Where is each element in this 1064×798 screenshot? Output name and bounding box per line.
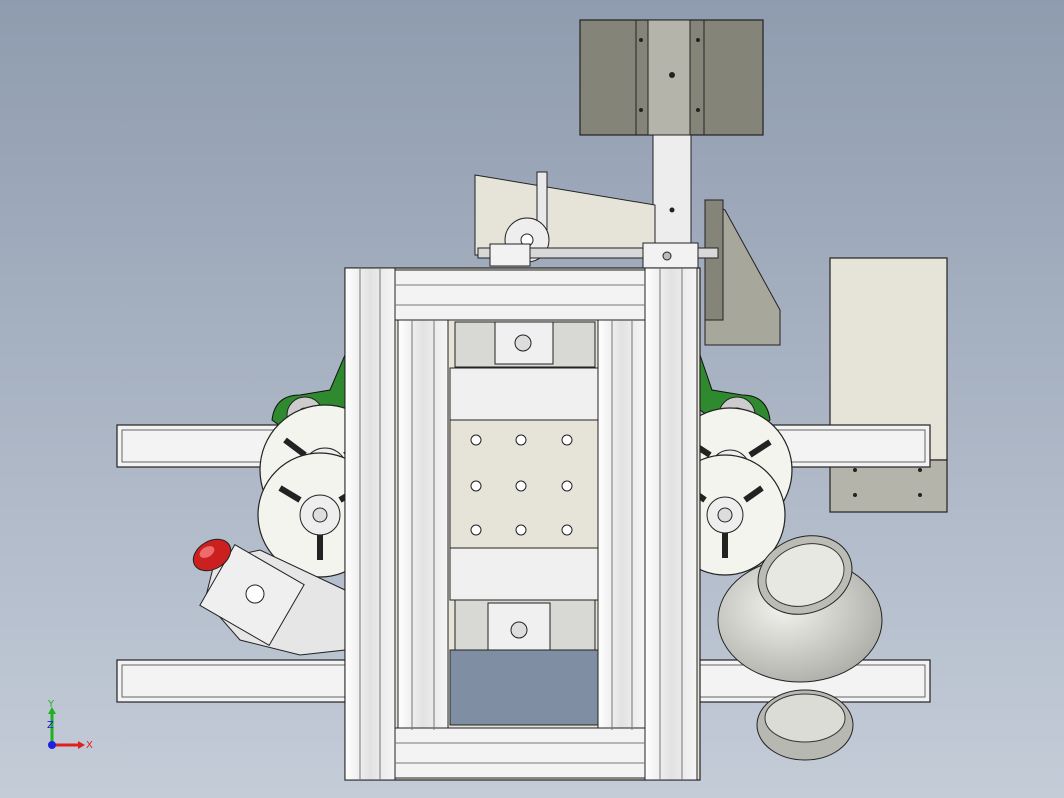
x-axis-arrowhead <box>78 741 85 749</box>
vertical-post <box>652 134 692 254</box>
emergency-stop-button <box>192 538 346 656</box>
y-axis-label: Y <box>47 700 55 710</box>
tensioner-arm <box>477 171 719 270</box>
top-bracket <box>579 19 764 136</box>
y-axis-arrowhead <box>48 707 56 714</box>
left-lower-rail <box>116 659 353 703</box>
aluminum-frame <box>344 267 701 781</box>
z-axis-label: Z <box>47 720 54 731</box>
x-axis-label: X <box>86 740 93 751</box>
right-enclosure <box>829 257 948 513</box>
coordinate-triad: X Y Z <box>47 700 93 751</box>
z-axis-dot <box>48 741 56 749</box>
funnel <box>717 535 883 761</box>
